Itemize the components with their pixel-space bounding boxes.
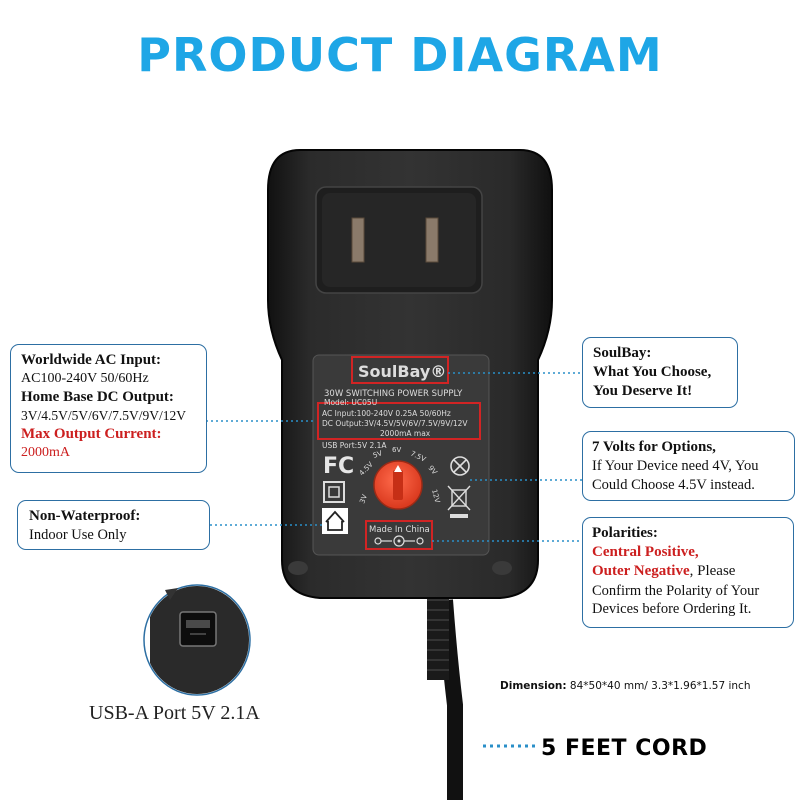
volts-line-2: If Your Device need 4V, You — [592, 458, 759, 475]
ac-input-value: AC100-240V 50/60Hz — [21, 371, 149, 387]
class2-icon — [323, 481, 345, 503]
dial-label-3v: 3V — [358, 493, 369, 505]
dc-output-heading: Home Base DC Output: — [21, 389, 174, 406]
brand-callout: SoulBay: What You Choose, You Deserve It… — [582, 337, 738, 408]
brand-line-2: What You Choose, — [593, 364, 712, 381]
ac-input-callout: Worldwide AC Input: AC100-240V 50/60Hz H… — [10, 344, 207, 473]
fcc-mark: FC — [323, 454, 354, 479]
polarity-line-5: Devices before Ordering It. — [592, 601, 752, 618]
weee-bin-icon — [447, 485, 471, 518]
max-current-value: 2000mA — [21, 444, 70, 460]
polarity-please: , Please — [689, 563, 736, 580]
power-cord — [427, 585, 463, 800]
waterproof-callout: Non-Waterproof: Indoor Use Only — [17, 500, 210, 550]
waterproof-value: Indoor Use Only — [29, 527, 127, 544]
spec-label-panel — [312, 354, 490, 556]
label-model: Model: UC05U — [324, 398, 377, 407]
ac-input-heading: Worldwide AC Input: — [21, 352, 162, 368]
cord-length-label: 5 FEET CORD — [541, 736, 708, 761]
dc-output-value: 3V/4.5V/5V/6V/7.5V/9V/12V — [21, 408, 186, 424]
dial-label-6v: 6V — [392, 446, 401, 454]
no-water-icon — [450, 456, 470, 476]
dial-label-12v: 12V — [430, 488, 441, 504]
polarity-heading: Polarities: — [592, 525, 658, 541]
waterproof-heading: Non-Waterproof: — [29, 508, 141, 524]
brand-heading: SoulBay: — [593, 345, 652, 361]
label-ac-input: AC Input:100-240V 0.25A 50/60Hz — [322, 409, 451, 418]
usb-port-inset — [143, 584, 251, 696]
volts-line-3: Could Choose 4.5V instead. — [592, 476, 755, 493]
dial-label-5v: 5V — [372, 449, 384, 460]
label-usb-port: USB Port:5V 2.1A — [322, 441, 387, 450]
polarity-callout: Polarities: Central Positive, Outer Nega… — [582, 517, 794, 628]
dimension-value: 84*50*40 mm/ 3.3*1.96*1.57 inch — [566, 680, 751, 692]
dimension-label: Dimension: — [500, 680, 567, 692]
polarity-outer: Outer Negative — [592, 563, 690, 580]
dimension-text: Dimension: 84*50*40 mm/ 3.3*1.96*1.57 in… — [500, 680, 750, 692]
label-dc-current: 2000mA max — [380, 429, 431, 438]
label-brand: SoulBay® — [358, 362, 446, 381]
polarity-central: Central Positive, — [592, 544, 699, 561]
label-supply: 30W SWITCHING POWER SUPPLY — [324, 389, 463, 399]
volts-heading: 7 Volts for Options, — [592, 439, 716, 455]
page-title: PRODUCT DIAGRAM — [137, 28, 663, 82]
max-current-heading: Max Output Current: — [21, 425, 162, 442]
polarity-symbol-icon — [374, 535, 424, 547]
brand-line-3: You Deserve It! — [593, 383, 693, 400]
volts-callout: 7 Volts for Options, If Your Device need… — [582, 431, 795, 501]
home-icon — [322, 508, 348, 534]
label-dc-output: DC Output:3V/4.5V/5V/6V/7.5V/9V/12V — [322, 419, 468, 428]
label-made-in: Made In China — [369, 525, 430, 535]
voltage-dial — [373, 460, 423, 510]
polarity-line-4: Confirm the Polarity of Your — [592, 582, 760, 599]
usb-caption: USB-A Port 5V 2.1A — [89, 702, 260, 724]
